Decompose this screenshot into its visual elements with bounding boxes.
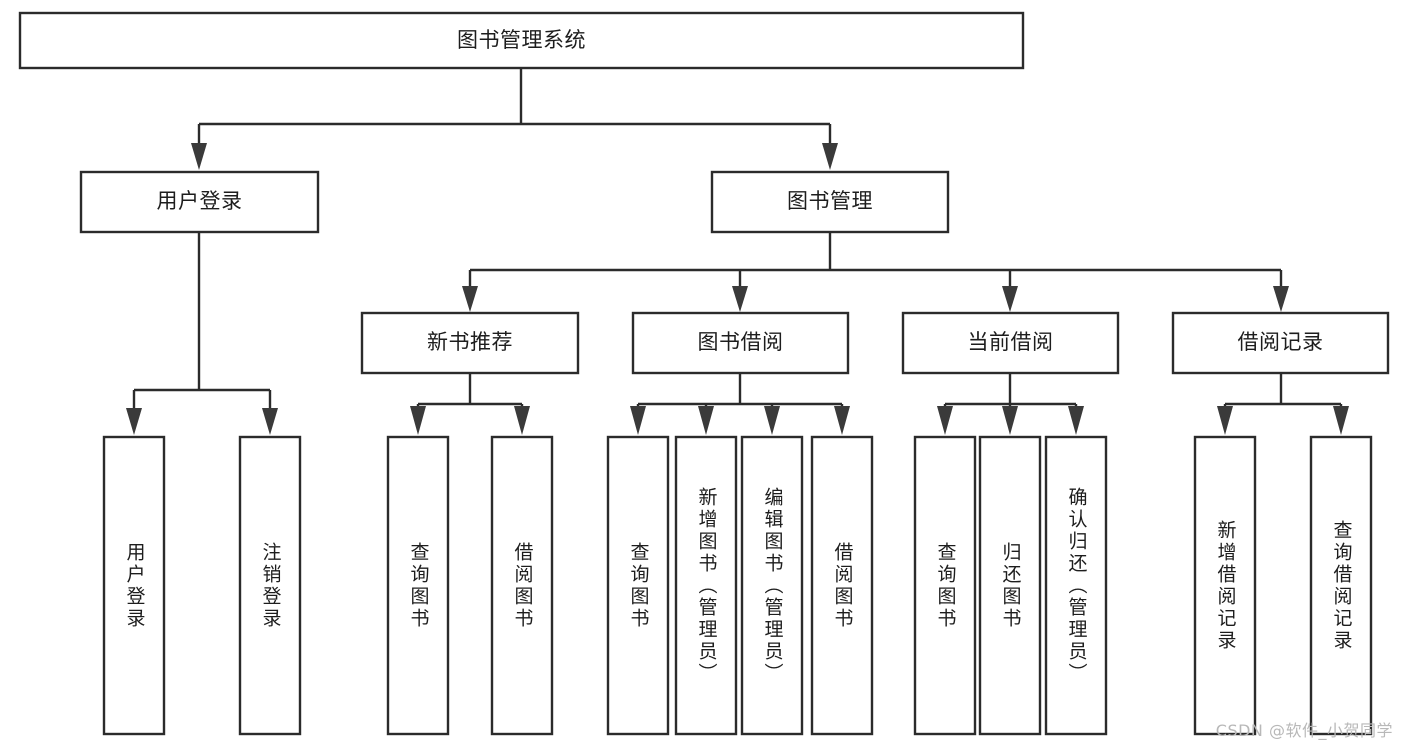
- arrowhead-leaf-query-record: [1333, 406, 1349, 435]
- node-box-book-manage[interactable]: [710, 170, 950, 234]
- arrowhead-leaf-query-book-1: [410, 406, 426, 435]
- node-box-leaf-edit-book[interactable]: [740, 435, 804, 736]
- arrowhead-leaf-confirm-return: [1068, 406, 1084, 435]
- arrowhead-user-login: [191, 143, 207, 170]
- arrowhead-leaf-user-login: [126, 408, 142, 435]
- node-box-leaf-user-login[interactable]: [102, 435, 166, 736]
- node-box-borrow-record[interactable]: [1171, 311, 1390, 375]
- arrowhead-book-borrow: [732, 286, 748, 312]
- arrowhead-leaf-query-book-3: [937, 406, 953, 435]
- node-box-leaf-user-logout[interactable]: [238, 435, 302, 736]
- node-box-leaf-borrow-book-2[interactable]: [810, 435, 874, 736]
- arrowhead-leaf-borrow-book-1: [514, 406, 530, 435]
- arrowhead-leaf-add-book: [698, 406, 714, 435]
- node-box-current-borrow[interactable]: [901, 311, 1120, 375]
- node-box-root[interactable]: [18, 11, 1025, 70]
- node-box-leaf-confirm-return[interactable]: [1044, 435, 1108, 736]
- node-box-leaf-query-book-1[interactable]: [386, 435, 450, 736]
- arrowhead-leaf-edit-book: [764, 406, 780, 435]
- arrowhead-new-book-rec: [462, 286, 478, 312]
- node-box-leaf-query-book-3[interactable]: [913, 435, 977, 736]
- arrowhead-leaf-return-book: [1002, 406, 1018, 435]
- node-box-leaf-return-book[interactable]: [978, 435, 1042, 736]
- node-box-leaf-query-record[interactable]: [1309, 435, 1373, 736]
- node-box-leaf-add-record[interactable]: [1193, 435, 1257, 736]
- arrowhead-book-manage: [822, 143, 838, 170]
- arrowhead-leaf-borrow-book-2: [834, 406, 850, 435]
- arrowhead-leaf-add-record: [1217, 406, 1233, 435]
- node-box-book-borrow[interactable]: [631, 311, 850, 375]
- arrowhead-leaf-query-book-2: [630, 406, 646, 435]
- node-box-leaf-add-book[interactable]: [674, 435, 738, 736]
- node-box-user-login[interactable]: [79, 170, 320, 234]
- arrowhead-current-borrow: [1002, 286, 1018, 312]
- arrowhead-leaf-user-logout: [262, 408, 278, 435]
- arrowhead-borrow-record: [1273, 286, 1289, 312]
- node-box-leaf-borrow-book-1[interactable]: [490, 435, 554, 736]
- node-box-new-book-rec[interactable]: [360, 311, 580, 375]
- node-box-leaf-query-book-2[interactable]: [606, 435, 670, 736]
